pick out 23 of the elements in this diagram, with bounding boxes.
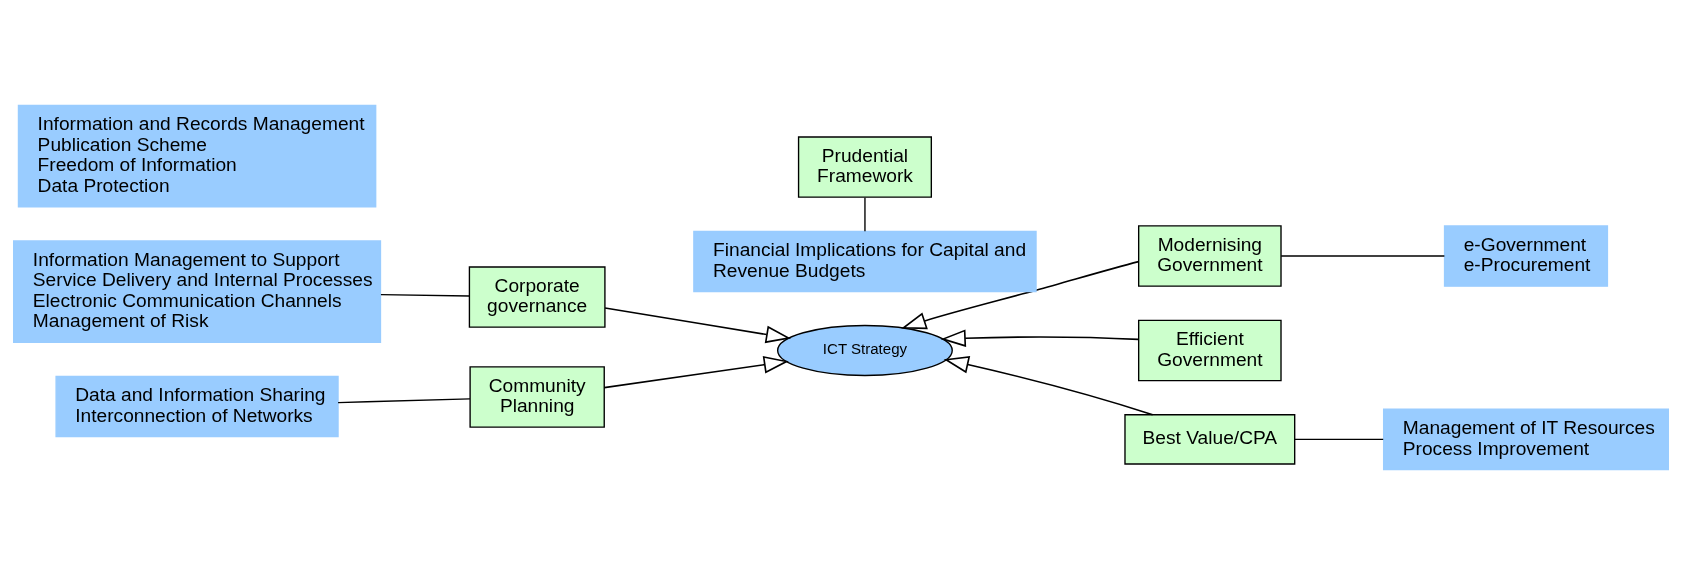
node-box: Financial Implications for Capital and Revenue Budgets — [693, 230, 1037, 292]
node-ellipse: ICT Strategy — [776, 324, 953, 376]
connector — [337, 397, 471, 403]
node-box: Information and Records Management Publication Scheme Freedom of Information Data Protection — [17, 104, 377, 207]
node-box: Community Planning — [469, 365, 605, 428]
node-box: Best Value/CPA — [1124, 413, 1296, 465]
node-box: e-Government e-Procurement — [1443, 224, 1609, 287]
node-box: Corporate governance — [468, 265, 606, 328]
node-box: Prudential Framework — [797, 135, 932, 198]
connector — [1280, 254, 1446, 257]
node-box: Management of IT Resources Process Improvement — [1382, 408, 1669, 470]
arrow — [603, 355, 789, 388]
arrow — [604, 306, 792, 343]
arrow — [901, 260, 1140, 329]
connector — [380, 293, 470, 297]
arrow — [943, 355, 1154, 416]
connector — [1294, 438, 1384, 440]
arrow — [940, 328, 1140, 347]
node-box: Information Management to Support Service Delivery and Internal Processes Electronic Communication Channels Management of Risk — [13, 239, 382, 343]
connector — [864, 196, 866, 232]
node-box: Modernising Government — [1138, 224, 1282, 287]
node-box: Efficient Government — [1138, 319, 1282, 381]
node-box: Data and Information Sharing Interconnection of Networks — [55, 375, 339, 437]
